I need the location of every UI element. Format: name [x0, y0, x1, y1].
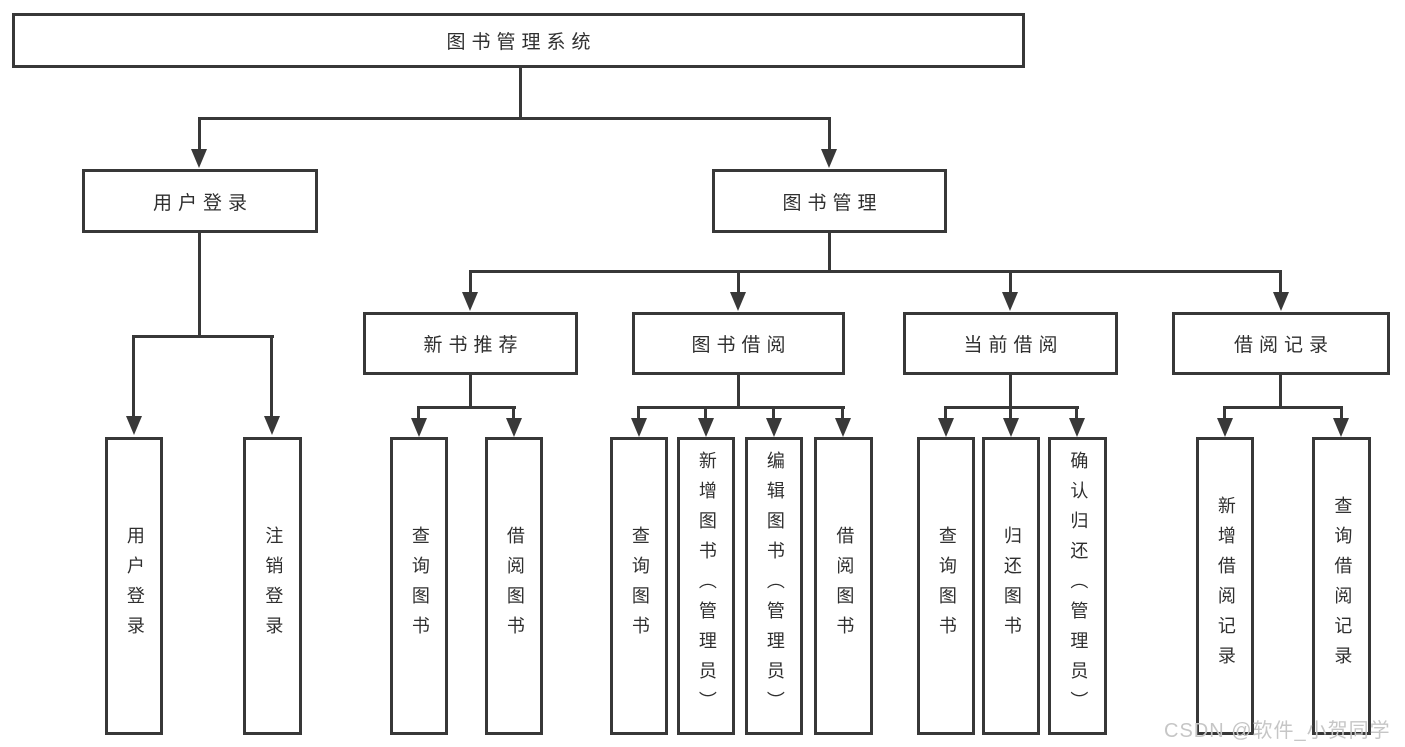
leaf-bb-edit-books-admin: 编辑图书（管理员）	[745, 437, 803, 735]
down-arrow-icon	[1273, 292, 1289, 311]
node-label: 图书借阅	[691, 335, 792, 356]
leaf-label: 新增借阅记录	[1215, 496, 1236, 676]
leaf-label: 查询借阅记录	[1332, 496, 1353, 676]
connector-drop	[944, 406, 947, 420]
connector-drop	[1340, 406, 1343, 420]
leaf-br-query-record: 查询借阅记录	[1312, 437, 1371, 735]
connector-book-mgmt-drop	[828, 117, 831, 152]
down-arrow-icon	[1069, 418, 1085, 437]
connector-stem	[1279, 373, 1282, 408]
leaf-label: 新增图书（管理员）	[696, 451, 717, 721]
connector-rail	[637, 406, 845, 409]
leaf-label: 编辑图书（管理员）	[764, 451, 785, 721]
connector-drop	[637, 406, 640, 420]
leaf-label: 借阅图书	[504, 526, 525, 646]
connector-stem	[737, 373, 740, 408]
leaf-label: 注销登录	[263, 526, 284, 646]
node-borrowing-records: 借阅记录	[1172, 312, 1390, 375]
leaf-logout: 注销登录	[243, 437, 302, 735]
node-book-borrowing: 图书借阅	[632, 312, 845, 375]
connector-drop	[1075, 406, 1078, 420]
down-arrow-icon	[631, 418, 647, 437]
node-label: 图书管理系统	[446, 32, 597, 53]
node-new-book-recommendation: 新书推荐	[363, 312, 578, 375]
connector-stem	[1009, 373, 1012, 408]
node-library-system: 图书管理系统	[12, 13, 1025, 68]
down-arrow-icon	[126, 416, 142, 435]
leaf-bb-borrow-books: 借阅图书	[814, 437, 873, 735]
leaf-bb-add-books-admin: 新增图书（管理员）	[677, 437, 735, 735]
down-arrow-icon	[938, 418, 954, 437]
node-user-login-branch: 用户登录	[82, 169, 318, 233]
node-label: 用户登录	[152, 192, 253, 214]
connector-level2-rail	[198, 117, 831, 120]
leaf-bb-query-books: 查询图书	[610, 437, 668, 735]
down-arrow-icon	[1333, 418, 1349, 437]
connector-drop	[512, 406, 515, 420]
leaf-user-login: 用户登录	[105, 437, 163, 735]
connector-drop	[704, 406, 707, 420]
watermark: CSDN @软件_小贺同学	[1164, 720, 1391, 742]
down-arrow-icon	[1217, 418, 1233, 437]
leaf-label: 用户登录	[124, 526, 145, 646]
connector-drop	[1009, 406, 1012, 420]
node-label: 借阅记录	[1233, 335, 1334, 356]
leaf-label: 确认归还（管理员）	[1068, 451, 1089, 721]
down-arrow-icon	[766, 418, 782, 437]
connector-drop	[469, 270, 472, 294]
down-arrow-icon	[506, 418, 522, 437]
down-arrow-icon	[835, 418, 851, 437]
connector-rail	[1223, 406, 1343, 409]
node-current-borrowing: 当前借阅	[903, 312, 1118, 375]
connector-drop	[1279, 270, 1282, 294]
connector-book-mgmt-stem	[828, 231, 831, 272]
leaf-label: 查询图书	[629, 526, 650, 646]
leaf-cb-return-books: 归还图书	[982, 437, 1040, 735]
leaf-cb-confirm-return-admin: 确认归还（管理员）	[1048, 437, 1107, 735]
connector-stem	[469, 373, 472, 408]
leaf-label: 查询图书	[409, 526, 430, 646]
down-arrow-icon	[411, 418, 427, 437]
node-label: 图书管理	[782, 192, 883, 214]
leaf-br-add-record: 新增借阅记录	[1196, 437, 1254, 735]
node-book-management: 图书管理	[712, 169, 947, 233]
connector-drop	[737, 270, 740, 294]
leaf-label: 借阅图书	[834, 526, 855, 646]
down-arrow-icon	[191, 149, 207, 168]
down-arrow-icon	[1003, 418, 1019, 437]
down-arrow-icon	[462, 292, 478, 311]
connector-user-login-drop	[198, 117, 201, 152]
connector-root-stem	[519, 66, 522, 119]
leaf-nb-query-books: 查询图书	[390, 437, 448, 735]
connector-rail	[417, 406, 516, 409]
leaf-nb-borrow-books: 借阅图书	[485, 437, 543, 735]
connector-user-login-stem	[198, 231, 201, 336]
connector-user-login-rail	[132, 335, 274, 338]
connector-level3-rail	[469, 270, 1282, 273]
down-arrow-icon	[821, 149, 837, 168]
down-arrow-icon	[698, 418, 714, 437]
down-arrow-icon	[730, 292, 746, 311]
leaf-label: 查询图书	[936, 526, 957, 646]
node-label: 新书推荐	[423, 335, 524, 356]
connector-drop	[132, 335, 135, 418]
leaf-label: 归还图书	[1001, 526, 1022, 646]
connector-drop	[841, 406, 844, 420]
connector-drop	[772, 406, 775, 420]
node-label: 当前借阅	[963, 335, 1064, 356]
connector-drop	[1223, 406, 1226, 420]
connector-drop	[1009, 270, 1012, 294]
down-arrow-icon	[1002, 292, 1018, 311]
connector-drop	[270, 335, 273, 418]
connector-drop	[417, 406, 420, 420]
leaf-cb-query-books: 查询图书	[917, 437, 975, 735]
down-arrow-icon	[264, 416, 280, 435]
